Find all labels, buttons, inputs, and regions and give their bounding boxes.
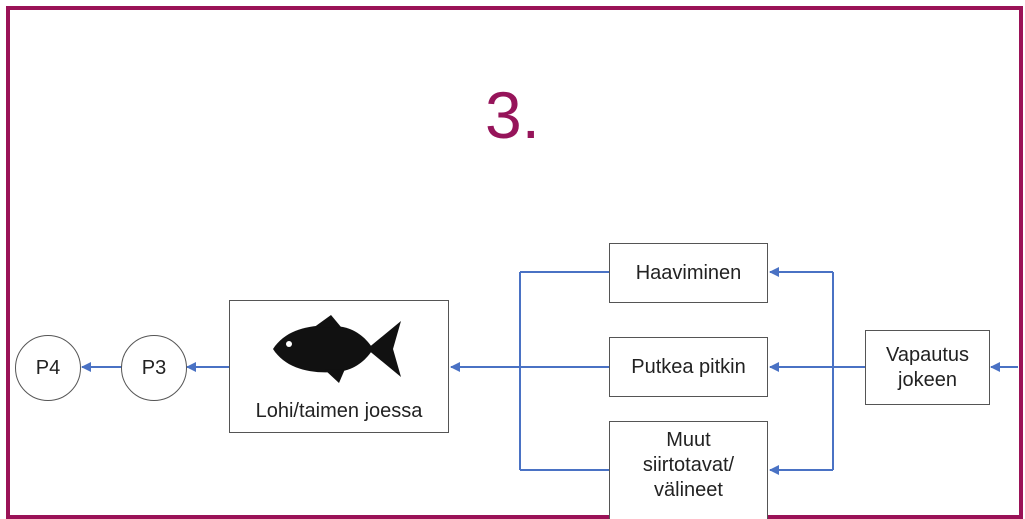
p4-node: P4 — [15, 335, 81, 401]
vapautus-jokeen-label: Vapautus jokeen — [885, 343, 970, 391]
fish-icon — [273, 315, 401, 383]
step-number: 3. — [484, 78, 541, 152]
muut-siirtotavat-label: Muut siirtotavat/ välineet — [642, 429, 735, 501]
vapautus-jokeen-node: Vapautus jokeen — [865, 330, 990, 405]
putkea-pitkin-label: Putkea pitkin — [631, 355, 746, 378]
p3-node: P3 — [121, 335, 187, 401]
haaviminen-node: Haaviminen — [609, 243, 768, 303]
slide-frame — [6, 6, 1023, 519]
muut-siirtotavat-node: Muut siirtotavat/ välineet — [609, 421, 768, 519]
fish-node-label: Lohi/taimen joessa — [255, 400, 423, 422]
putkea-pitkin-node: Putkea pitkin — [609, 337, 768, 397]
p3-label: P3 — [141, 356, 167, 379]
fish-in-river-node: Lohi/taimen joessa — [229, 300, 449, 433]
p4-label: P4 — [35, 356, 61, 379]
haaviminen-label: Haaviminen — [635, 261, 742, 284]
